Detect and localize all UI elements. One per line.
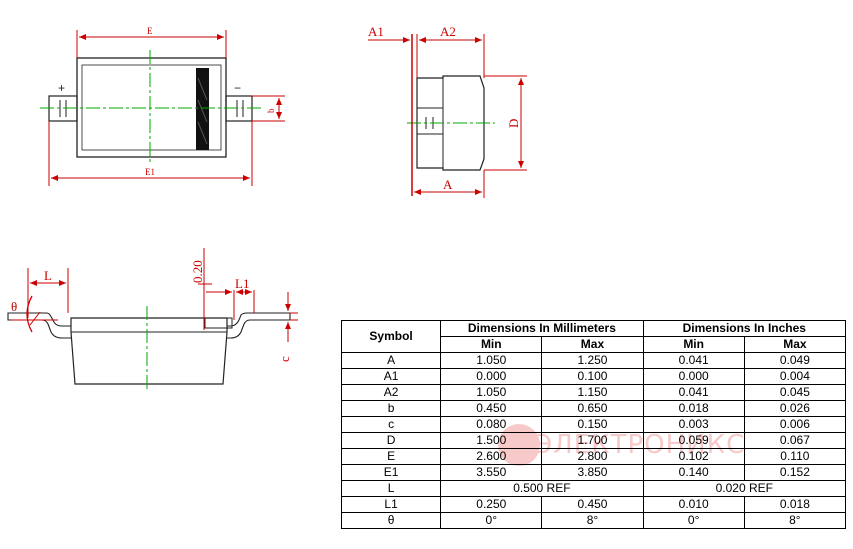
side-view-body <box>416 75 485 171</box>
in-min-header: Min <box>642 336 745 353</box>
cell-mm-min: 0.000 <box>440 368 543 385</box>
cell-mm-min: 0.250 <box>440 496 543 513</box>
inch-header: Dimensions In Inches <box>642 320 847 337</box>
cell-in-max: 0.045 <box>743 384 847 401</box>
cell-in-min: 0.010 <box>642 496 745 513</box>
cell-mm-min: 1.050 <box>440 352 543 369</box>
cell-in-max: 0.152 <box>743 464 847 481</box>
dim-c-label: c <box>277 356 292 362</box>
cathode-band <box>196 68 209 150</box>
cell-symbol: E <box>340 448 442 465</box>
dim-l1-label: L1 <box>235 276 249 291</box>
dim-b-label: b <box>266 108 276 113</box>
table-row: L 0.500 REF 0.020 REF <box>340 480 847 497</box>
cell-mm-min: 2.600 <box>440 448 543 465</box>
cell-in-min: 0.003 <box>642 416 745 433</box>
dim-l-label: L <box>44 268 52 283</box>
dim-d-label: D <box>506 119 521 128</box>
dim-theta-label: θ <box>11 299 17 314</box>
cell-in-min: 0.018 <box>642 400 745 417</box>
cell-symbol: E1 <box>340 464 442 481</box>
table-row: D 1.500 1.700 0.059 0.067 <box>340 432 847 449</box>
cell-in-min: 0.041 <box>642 384 745 401</box>
table-row: E1 3.550 3.850 0.140 0.152 <box>340 464 847 481</box>
cell-mm-min: 0° <box>440 512 543 529</box>
dimensions-table: Symbol Dimensions In Millimeters Dimensi… <box>340 320 847 529</box>
in-max-header: Max <box>743 336 847 353</box>
table-row: A 1.050 1.250 0.041 0.049 <box>340 352 847 369</box>
front-right-lead <box>227 312 291 339</box>
symbol-header: Symbol <box>340 320 442 353</box>
cell-mm-max: 2.800 <box>541 448 644 465</box>
cell-symbol: θ <box>340 512 442 529</box>
cell-in-max: 0.026 <box>743 400 847 417</box>
cell-mm-max: 1.250 <box>541 352 644 369</box>
cell-symbol: b <box>340 400 442 417</box>
cell-mm-max: 0.450 <box>541 496 644 513</box>
top-view: + − E E1 b <box>40 26 285 186</box>
dim-a1-label: A1 <box>368 24 384 39</box>
cell-in-max: 8° <box>743 512 847 529</box>
cell-in-min: 0.000 <box>642 368 745 385</box>
cell-symbol: A1 <box>340 368 442 385</box>
cell-symbol: L1 <box>340 496 442 513</box>
cell-symbol: L <box>340 480 442 497</box>
cell-mm-max: 8° <box>541 512 644 529</box>
cell-in-max: 0.067 <box>743 432 847 449</box>
plus-sign: + <box>58 81 65 95</box>
table-row: L1 0.250 0.450 0.010 0.018 <box>340 496 847 513</box>
cell-in-min: 0.140 <box>642 464 745 481</box>
front-left-lead <box>7 312 71 339</box>
dim-e-label: E <box>147 26 153 36</box>
cell-mm-max: 1.700 <box>541 432 644 449</box>
cell-in-min: 0.059 <box>642 432 745 449</box>
cell-in-max: 0.006 <box>743 416 847 433</box>
cell-in-max: 0.049 <box>743 352 847 369</box>
mm-min-header: Min <box>440 336 543 353</box>
side-view: A1 A2 D A <box>368 24 527 198</box>
dim-e1-label: E1 <box>145 167 155 177</box>
cell-in-ref: 0.020 REF <box>642 480 847 497</box>
cell-symbol: c <box>340 416 442 433</box>
mm-max-header: Max <box>541 336 644 353</box>
cell-mm-min: 1.050 <box>440 384 543 401</box>
cell-in-max: 0.004 <box>743 368 847 385</box>
table-row: A2 1.050 1.150 0.041 0.045 <box>340 384 847 401</box>
cell-in-min: 0° <box>642 512 745 529</box>
dim-gauge-label: 0.20 <box>190 260 205 283</box>
cell-in-min: 0.041 <box>642 352 745 369</box>
cell-symbol: A2 <box>340 384 442 401</box>
cell-mm-min: 3.550 <box>440 464 543 481</box>
front-view: L θ 0.20 L1 c <box>7 248 298 392</box>
cell-mm-min: 0.450 <box>440 400 543 417</box>
cell-symbol: D <box>340 432 442 449</box>
table-row: E 2.600 2.800 0.102 0.110 <box>340 448 847 465</box>
cell-mm-ref: 0.500 REF <box>440 480 644 497</box>
cell-symbol: A <box>340 352 442 369</box>
mm-header: Dimensions In Millimeters <box>440 320 644 337</box>
cell-in-max: 0.110 <box>743 448 847 465</box>
table-row: θ 0° 8° 0° 8° <box>340 512 847 529</box>
table-row: c 0.080 0.150 0.003 0.006 <box>340 416 847 433</box>
cell-mm-max: 3.850 <box>541 464 644 481</box>
table-row: b 0.450 0.650 0.018 0.026 <box>340 400 847 417</box>
dim-a-label: A <box>443 177 453 192</box>
cell-mm-min: 0.080 <box>440 416 543 433</box>
minus-sign: − <box>234 81 241 95</box>
cell-mm-min: 1.500 <box>440 432 543 449</box>
table-row: A1 0.000 0.100 0.000 0.004 <box>340 368 847 385</box>
cell-mm-max: 0.150 <box>541 416 644 433</box>
cell-mm-max: 0.650 <box>541 400 644 417</box>
dim-a2-label: A2 <box>440 24 456 39</box>
cell-in-min: 0.102 <box>642 448 745 465</box>
cell-in-max: 0.018 <box>743 496 847 513</box>
cell-mm-max: 0.100 <box>541 368 644 385</box>
cell-mm-max: 1.150 <box>541 384 644 401</box>
